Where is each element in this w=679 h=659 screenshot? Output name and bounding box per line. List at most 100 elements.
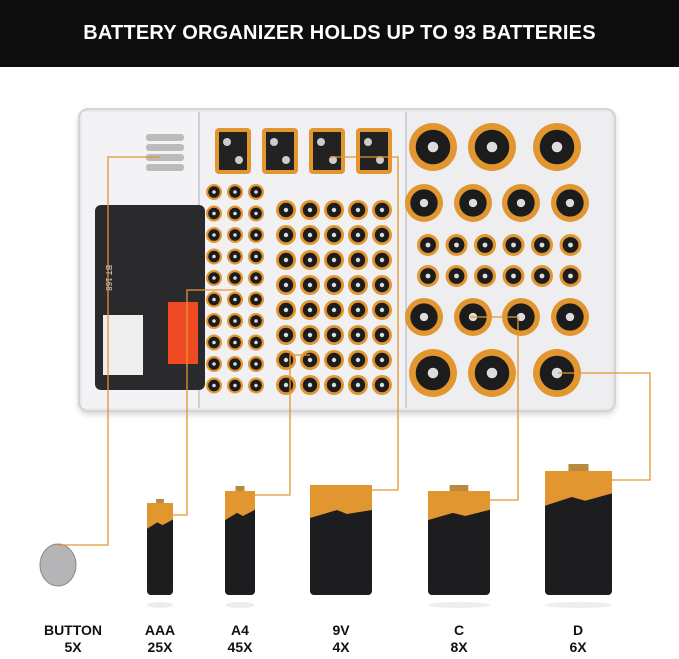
aa-battery-slot-terminal: [283, 232, 289, 238]
9v-battery-gold-band: [310, 485, 372, 518]
aaa-battery-slot-terminal: [254, 254, 258, 259]
aa-battery-slot-terminal: [482, 242, 488, 248]
9v-battery-top: [219, 132, 247, 170]
tester-slider: [168, 302, 198, 364]
9v-terminal: [223, 138, 231, 146]
aa-battery-slot-terminal: [355, 332, 361, 338]
aaa-battery-slot-terminal: [212, 362, 216, 366]
9v-battery-top: [360, 132, 388, 170]
aa-battery: [225, 491, 255, 595]
c-battery-slot-terminal: [516, 198, 526, 208]
c-battery-gold-band: [428, 491, 490, 521]
title-banner: BATTERY ORGANIZER HOLDS UP TO 93 BATTERI…: [0, 0, 679, 67]
leader-line: [173, 289, 236, 516]
aaa-battery-slot-terminal: [254, 190, 258, 194]
aaa-battery-slot-terminal: [254, 211, 258, 216]
aa-battery-slot-terminal: [355, 282, 361, 288]
aa-battery-slot-terminal: [379, 257, 385, 263]
aaa-battery-slot-terminal: [233, 276, 237, 280]
aa-battery-slot-terminal: [283, 257, 289, 263]
aaa-battery-slot-terminal: [212, 383, 216, 388]
aa-battery-slot-terminal: [355, 382, 361, 388]
aa-battery-slot-terminal: [331, 332, 337, 338]
leader-line: [558, 372, 651, 481]
c-battery-terminal: [449, 485, 469, 491]
9v-terminal: [270, 138, 278, 146]
aa-battery-slot-terminal: [307, 282, 313, 288]
aa-battery-slot-terminal: [482, 273, 488, 279]
aa-battery-slot-terminal: [283, 332, 289, 338]
aa-battery-slot-terminal: [283, 207, 289, 213]
aa-battery-slot-terminal: [379, 382, 385, 388]
button-battery-slot: [146, 134, 184, 141]
d-battery-gold-band: [545, 471, 612, 506]
aaa-battery-slot-terminal: [212, 211, 216, 216]
aa-battery-slot-terminal: [568, 242, 573, 248]
9v-terminal: [376, 156, 384, 164]
aaa-battery-slot-terminal: [254, 319, 258, 323]
d-battery-slot-terminal: [427, 367, 439, 379]
9v-terminal: [235, 156, 243, 164]
aaa-battery-slot-terminal: [212, 319, 216, 323]
aa-battery-slot-terminal: [454, 273, 459, 279]
c-battery-slot-terminal: [468, 198, 478, 208]
aa-battery-slot-terminal: [454, 242, 459, 248]
d-battery-slot-terminal: [486, 367, 498, 379]
aa-battery-slot-terminal: [331, 207, 337, 213]
aaa-battery-reflection: [147, 602, 173, 608]
aa-battery-slot-terminal: [283, 307, 289, 313]
9v-battery-top: [266, 132, 294, 170]
aaa-battery-gold-band: [147, 503, 173, 529]
aaa-battery-slot-terminal: [254, 233, 258, 237]
aa-battery-slot-terminal: [307, 332, 313, 338]
c-battery-slot-terminal: [516, 312, 526, 322]
aa-battery-terminal: [235, 486, 245, 491]
aa-battery-reflection: [225, 602, 255, 608]
aa-battery-slot-terminal: [425, 242, 431, 248]
c-battery: [428, 491, 490, 595]
aa-battery-slot-terminal: [307, 232, 313, 238]
aaa-battery-slot-terminal: [233, 362, 237, 366]
aaa-battery-slot-terminal: [212, 297, 216, 302]
aa-battery-slot-terminal: [307, 257, 313, 263]
aa-battery-slot-terminal: [539, 242, 545, 248]
d-battery-slot-terminal: [551, 141, 563, 153]
9v-battery-top: [313, 132, 341, 170]
aaa-battery-terminal: [156, 499, 164, 503]
d-battery-slot-terminal: [427, 141, 439, 153]
aaa-battery-slot-terminal: [233, 297, 237, 302]
aa-battery-slot-terminal: [355, 357, 361, 363]
aaa-battery-slot-terminal: [254, 297, 258, 302]
aaa-battery-slot-terminal: [212, 340, 216, 345]
aa-battery-slot-terminal: [355, 307, 361, 313]
aaa-battery-slot-terminal: [254, 276, 258, 280]
aaa-battery-slot-terminal: [212, 254, 216, 259]
aa-battery-slot-terminal: [331, 307, 337, 313]
aa-battery-slot-terminal: [355, 232, 361, 238]
aa-battery-slot-terminal: [307, 307, 313, 313]
d-battery-terminal: [568, 464, 589, 471]
leader-line: [470, 316, 519, 501]
aaa-battery-slot-terminal: [254, 340, 258, 345]
aa-battery-slot-terminal: [379, 357, 385, 363]
aa-battery-slot-terminal: [379, 332, 385, 338]
button-battery-slot: [146, 154, 184, 161]
c-battery-reflection: [428, 602, 490, 608]
aaa-battery-slot-terminal: [254, 362, 258, 366]
c-battery-slot-terminal: [419, 312, 429, 322]
aaa-battery-slot-terminal: [233, 233, 237, 237]
9v-terminal: [282, 156, 290, 164]
aa-battery-gold-band: [225, 491, 255, 521]
aa-battery-slot-terminal: [379, 282, 385, 288]
aa-battery-slot-terminal: [379, 307, 385, 313]
aa-battery-slot-terminal: [331, 357, 337, 363]
aa-battery-slot-terminal: [331, 232, 337, 238]
aa-battery-slot-terminal: [307, 382, 313, 388]
d-battery: [545, 471, 612, 595]
